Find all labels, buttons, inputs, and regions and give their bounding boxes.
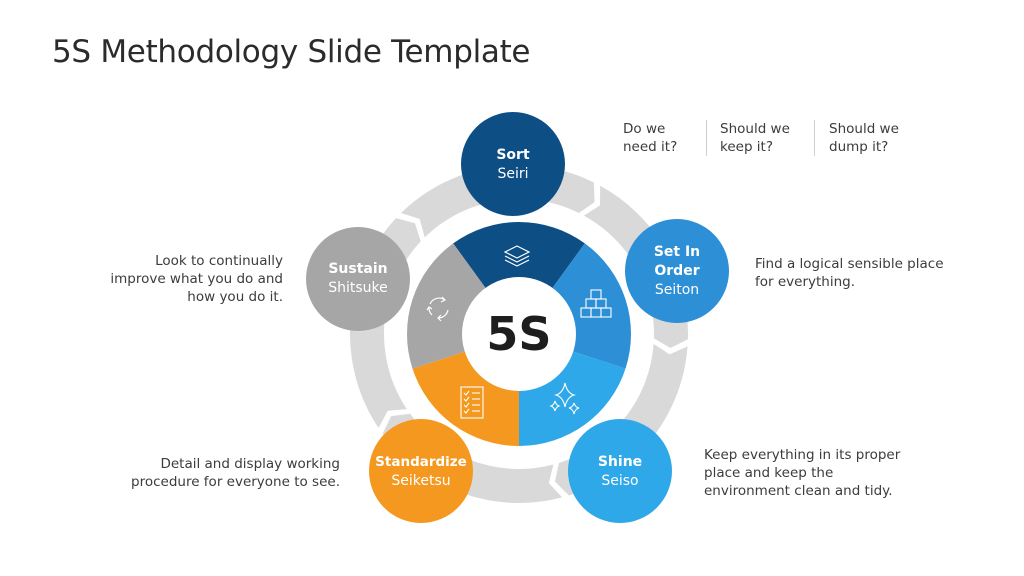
question-line: need it? bbox=[623, 139, 678, 155]
shine-japanese: Seiso bbox=[601, 473, 639, 489]
sort-label: Sort Seiri bbox=[461, 146, 565, 184]
sort-question-1: Do we need it? bbox=[623, 120, 677, 156]
shine-name: Shine bbox=[597, 454, 643, 470]
sustain-name: Sustain bbox=[328, 261, 388, 277]
description-line: procedure for everyone to see. bbox=[131, 474, 340, 490]
set-in-order-label: Set In Order Seiton bbox=[625, 243, 729, 300]
description-line: Look to continually bbox=[155, 253, 283, 269]
shine-circle[interactable] bbox=[568, 419, 672, 523]
standardize-description: Detail and display working procedure for… bbox=[131, 455, 340, 491]
standardize-circle[interactable] bbox=[369, 419, 473, 523]
layers-icon bbox=[503, 245, 531, 267]
center-circle bbox=[462, 277, 576, 391]
sparkle-icon bbox=[549, 382, 580, 415]
sort-question-3: Should we dump it? bbox=[829, 120, 899, 156]
description-line: improve what you do and bbox=[110, 271, 283, 287]
question-divider bbox=[814, 120, 815, 156]
set-in-order-name-line1: Set In bbox=[653, 244, 701, 260]
question-line: keep it? bbox=[720, 139, 774, 155]
sort-japanese: Seiri bbox=[497, 166, 529, 182]
set-in-order-description: Find a logical sensible place for everyt… bbox=[755, 255, 944, 291]
description-line: environment clean and tidy. bbox=[704, 483, 893, 499]
checklist-icon bbox=[460, 386, 484, 419]
description-line: for everything. bbox=[755, 274, 856, 290]
standardize-japanese: Seiketsu bbox=[391, 473, 451, 489]
description-line: Keep everything in its proper bbox=[704, 447, 901, 463]
sort-name: Sort bbox=[496, 147, 530, 163]
slide-title: 5S Methodology Slide Template bbox=[52, 34, 531, 70]
cycle-arrows-icon bbox=[426, 296, 449, 322]
description-line: place and keep the bbox=[704, 465, 834, 481]
question-line: Should we bbox=[829, 121, 899, 137]
standardize-label: Standardize Seiketsu bbox=[369, 453, 473, 491]
shine-label: Shine Seiso bbox=[568, 453, 672, 491]
set-in-order-japanese: Seiton bbox=[654, 282, 700, 298]
standardize-name: Standardize bbox=[375, 454, 467, 470]
sustain-japanese: Shitsuke bbox=[328, 280, 388, 296]
description-line: Find a logical sensible place bbox=[755, 256, 944, 272]
question-line: dump it? bbox=[829, 139, 889, 155]
description-line: Detail and display working bbox=[160, 456, 340, 472]
set-in-order-name-line2: Order bbox=[654, 263, 700, 279]
sustain-description: Look to continually improve what you do … bbox=[110, 252, 283, 306]
center-label: 5S bbox=[486, 307, 552, 361]
set-in-order-circle[interactable] bbox=[625, 219, 729, 323]
sustain-label: Sustain Shitsuke bbox=[306, 260, 410, 298]
description-line: how you do it. bbox=[187, 289, 283, 305]
question-line: Do we bbox=[623, 121, 666, 137]
shine-description: Keep everything in its proper place and … bbox=[704, 446, 900, 500]
question-line: Should we bbox=[720, 121, 790, 137]
question-divider bbox=[706, 120, 707, 156]
stacked-boxes-icon bbox=[580, 289, 612, 318]
sort-circle[interactable] bbox=[461, 112, 565, 216]
sort-question-2: Should we keep it? bbox=[720, 120, 790, 156]
sustain-circle[interactable] bbox=[306, 227, 410, 331]
